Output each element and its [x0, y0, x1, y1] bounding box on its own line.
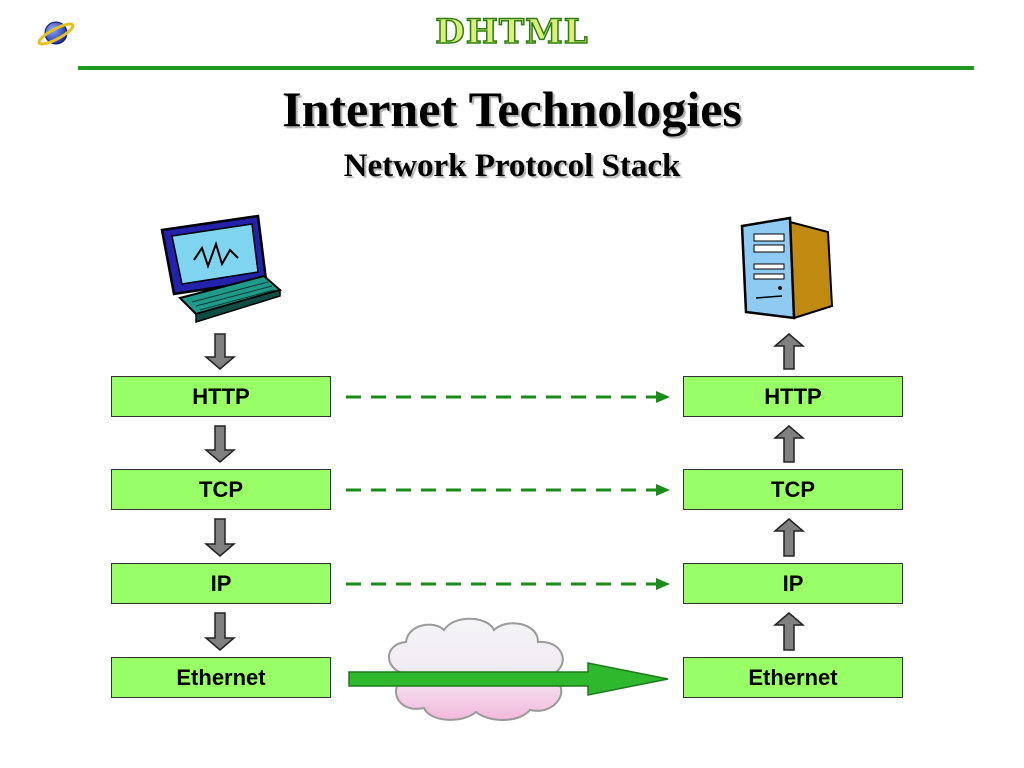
server-up-arrow-3 — [772, 612, 806, 651]
client-down-arrow-1 — [203, 425, 237, 463]
client-layer-ip: IP — [111, 563, 331, 604]
server-icon — [740, 216, 834, 320]
client-layer-ethernet: Ethernet — [111, 657, 331, 698]
logical-arrow-head-0 — [656, 391, 670, 403]
server-layer-ethernet: Ethernet — [683, 657, 903, 698]
server-layer-http: HTTP — [683, 376, 903, 417]
server-up-arrow-0 — [772, 333, 806, 370]
logical-arrow-head-2 — [656, 578, 670, 590]
brand-title: DHTML — [435, 11, 589, 53]
client-down-arrow-0 — [203, 333, 237, 370]
page-subtitle: Network Protocol Stack — [343, 148, 681, 184]
client-down-arrow-3 — [203, 612, 237, 651]
page-title: Internet Technologies — [282, 81, 742, 137]
server-layer-tcp: TCP — [683, 469, 903, 510]
server-up-arrow-1 — [772, 425, 806, 463]
planet-logo-icon — [37, 21, 75, 46]
network-cloud — [388, 617, 564, 721]
client-layer-http: HTTP — [111, 376, 331, 417]
physical-link-arrow — [348, 662, 669, 696]
header-divider — [78, 66, 974, 70]
computer-icon — [160, 214, 283, 324]
client-layer-tcp: TCP — [111, 469, 331, 510]
server-layer-ip: IP — [683, 563, 903, 604]
client-down-arrow-2 — [203, 518, 237, 557]
server-up-arrow-2 — [772, 518, 806, 557]
logical-arrow-head-1 — [656, 484, 670, 496]
